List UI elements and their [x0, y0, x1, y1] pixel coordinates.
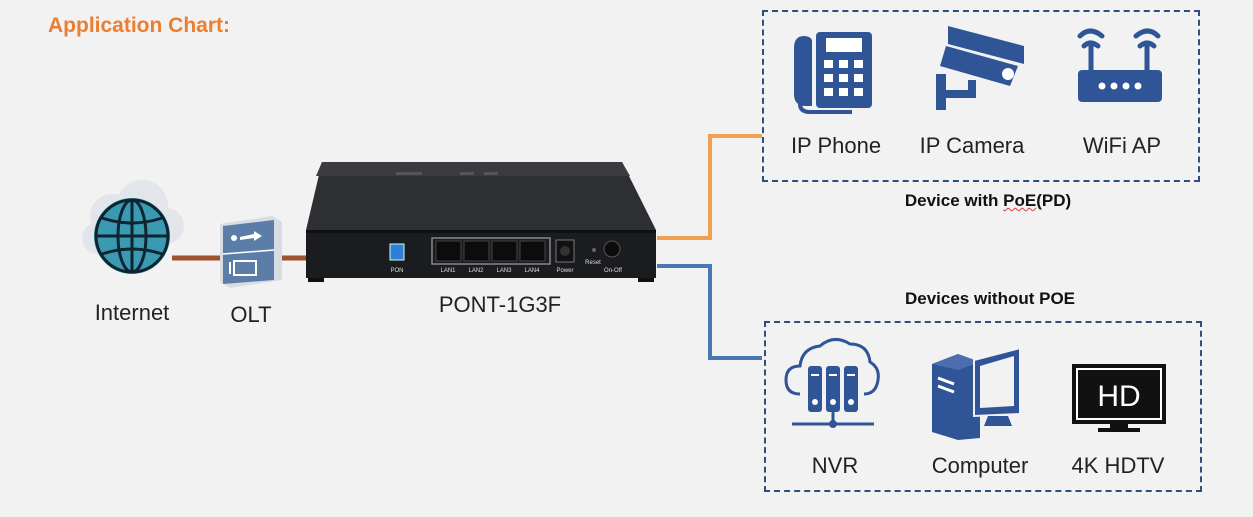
computer-label: Computer [931, 453, 1029, 478]
chart-title: Application Chart: [48, 14, 230, 37]
lan2-port-label: LAN2 [468, 268, 484, 274]
computer-icon [932, 346, 1021, 440]
poe-device-group [762, 10, 1200, 182]
hdtv-screen-text: HD [1097, 380, 1140, 413]
poe-title-prefix: Device with [904, 191, 1004, 210]
reset-label: Reset [585, 260, 601, 266]
device-name-label: PONT-1G3F [438, 292, 562, 317]
ip-phone-label: IP Phone [790, 133, 882, 158]
lan3-port-label: LAN3 [496, 268, 512, 274]
hdtv-label: 4K HDTV [1071, 453, 1165, 478]
poe-title-suffix: (PD) [1036, 191, 1072, 210]
onoff-switch [603, 240, 621, 258]
olt-icon [220, 216, 282, 288]
lan1-port [435, 240, 462, 262]
internet-label: Internet [94, 300, 170, 325]
lan3-port [491, 240, 518, 262]
poe-line [657, 134, 762, 240]
pon-port-label: PON [390, 268, 403, 274]
wifi-ap-label: WiFi AP [1082, 133, 1162, 158]
lan2-port [463, 240, 490, 262]
power-port-label: Power [556, 268, 573, 274]
lan-line [657, 264, 762, 360]
nvr-icon [784, 338, 880, 428]
lan4-port [519, 240, 546, 262]
hdtv-icon: HD [1072, 364, 1166, 432]
poe-group-title: Device with PoE(PD) [880, 191, 1096, 211]
pon-port [389, 243, 405, 261]
nopoe-group-title: Devices without POE [904, 289, 1076, 308]
ip-camera-icon [936, 26, 1024, 110]
ip-phone-icon [794, 32, 872, 114]
lan4-port-label: LAN4 [524, 268, 540, 274]
onoff-label: On-Off [604, 268, 622, 274]
reset-hole [592, 248, 596, 252]
nvr-label: NVR [811, 453, 859, 478]
internet-globe-icon [82, 180, 184, 274]
poe-title-poe: PoE [1003, 191, 1037, 210]
lan1-port-label: LAN1 [440, 268, 456, 274]
nopoe-device-group [764, 321, 1202, 492]
ip-camera-label: IP Camera [919, 133, 1025, 158]
olt-label: OLT [230, 302, 272, 327]
wifi-ap-icon [1077, 28, 1162, 102]
pont-device-image: PON LAN1 LAN2 LAN3 LAN4 Power Reset On-O… [306, 162, 656, 282]
